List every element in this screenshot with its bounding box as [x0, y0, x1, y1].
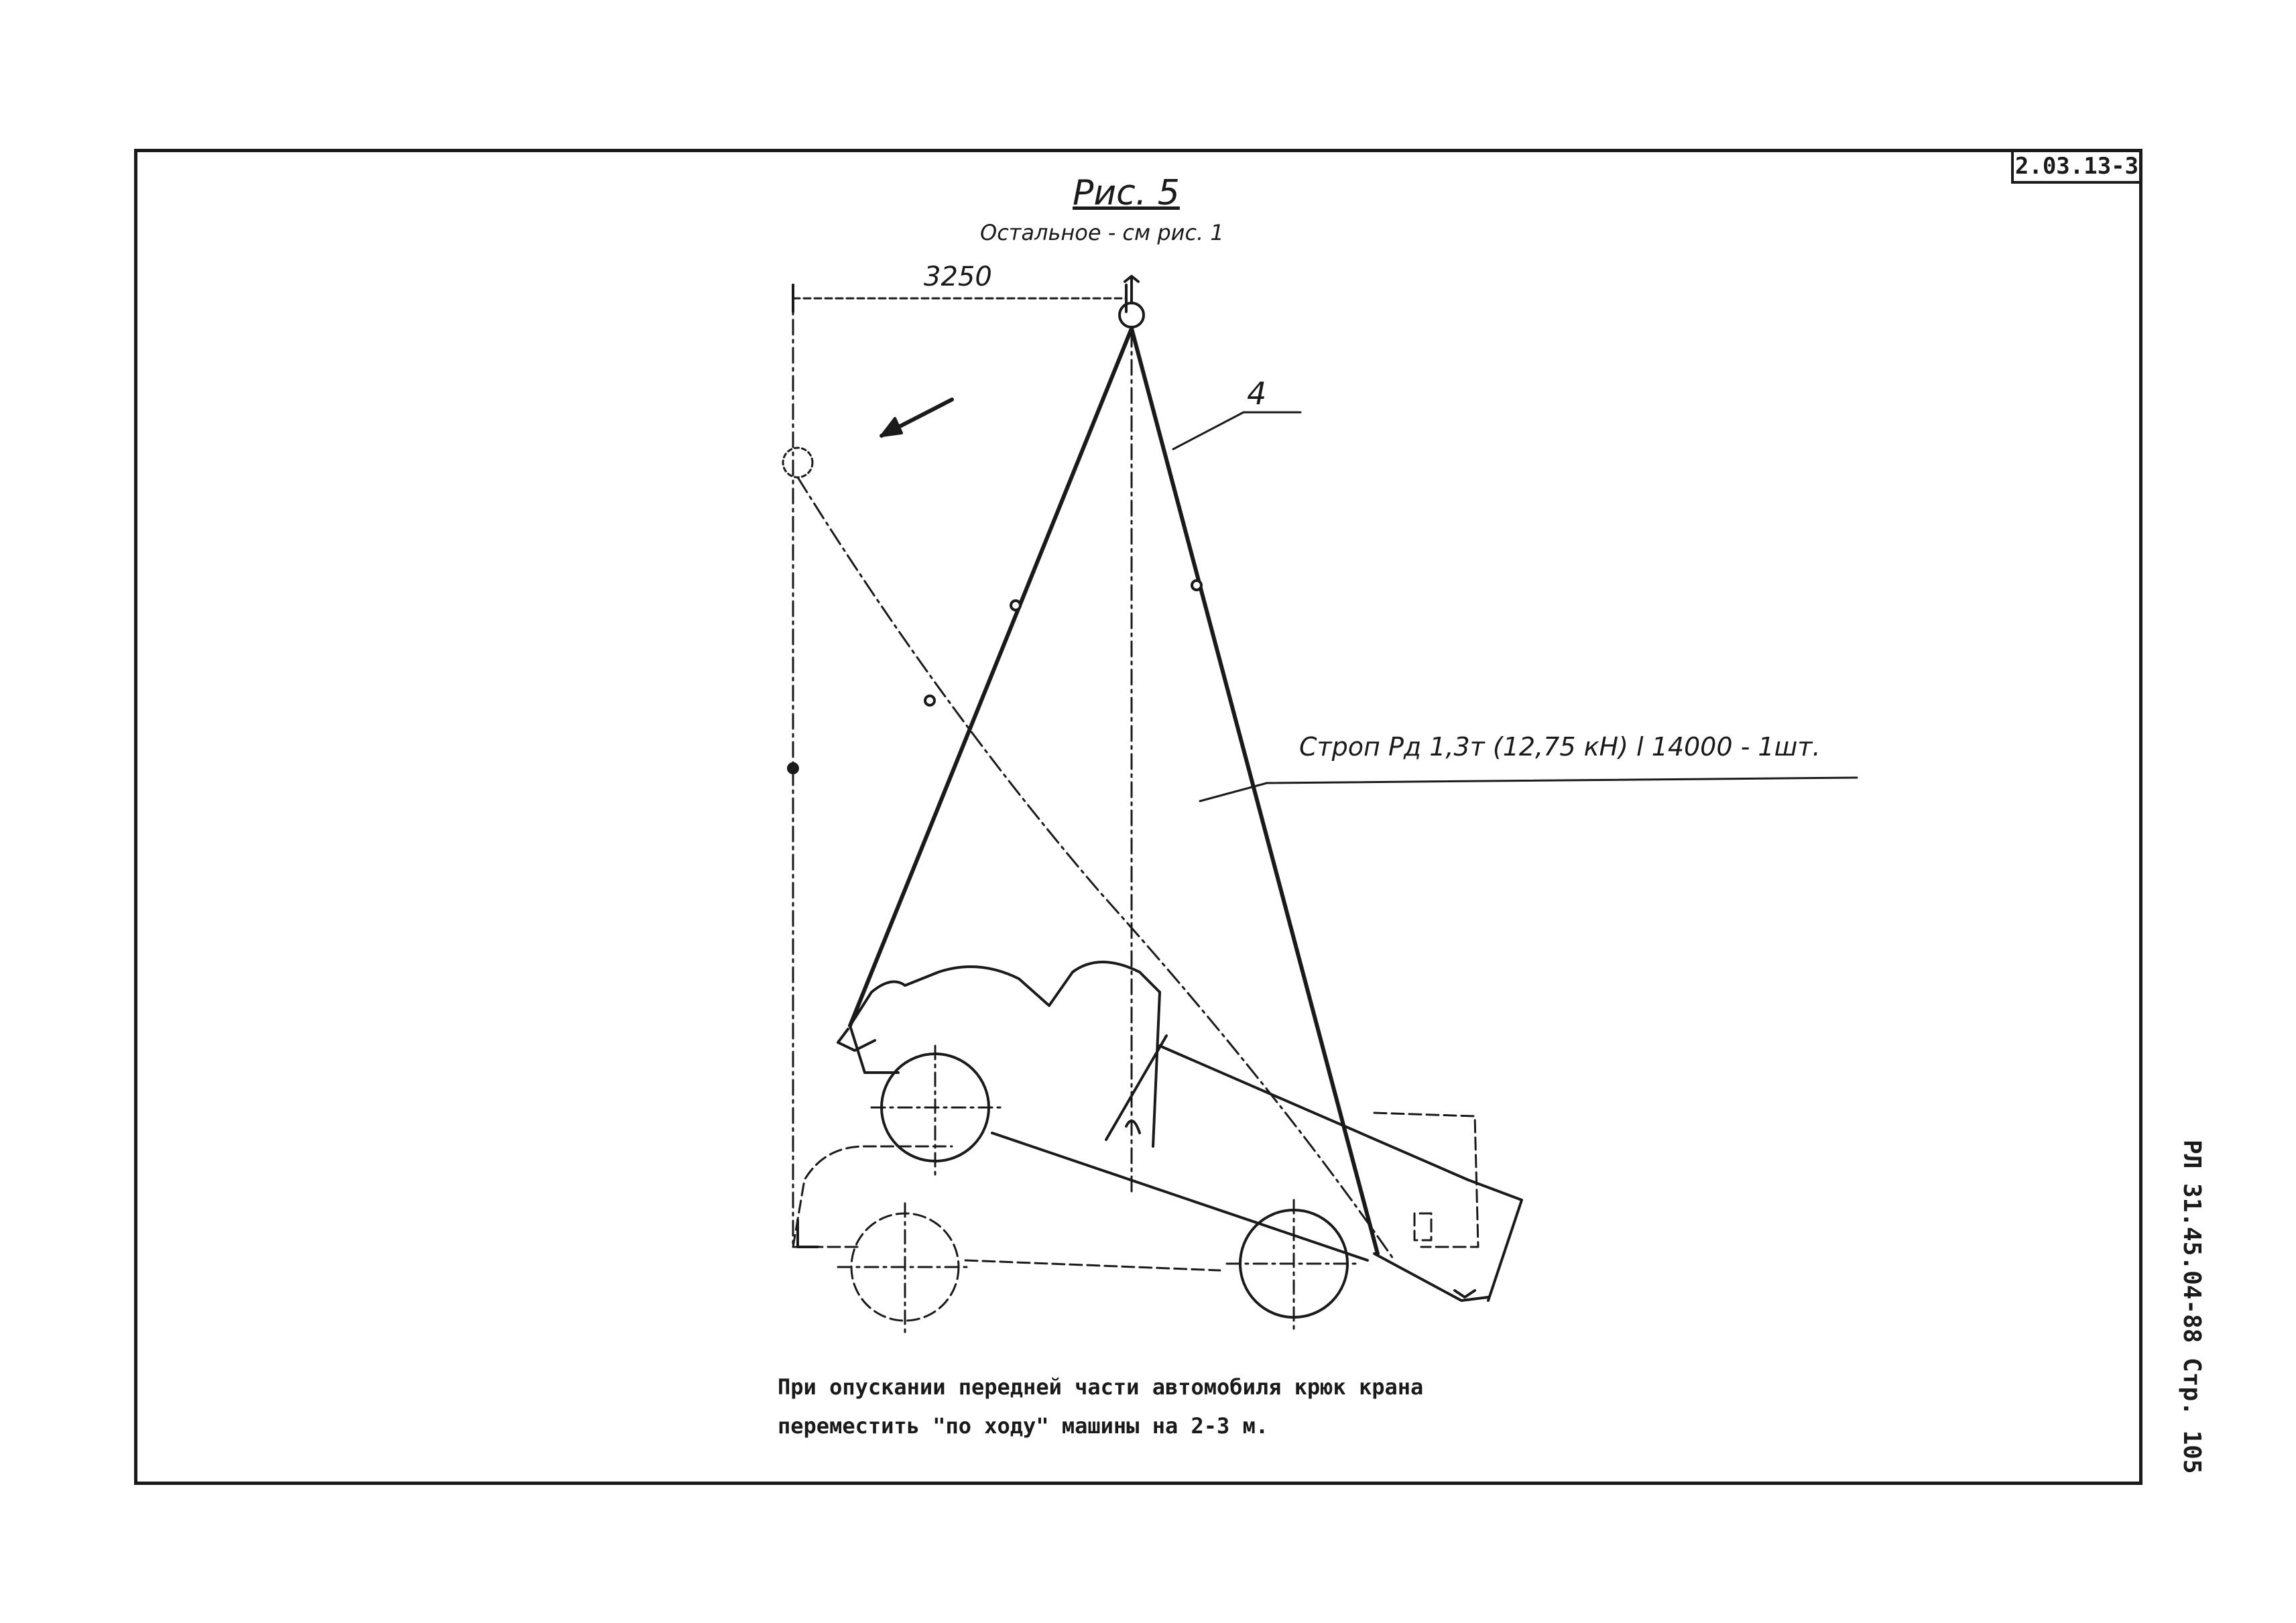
swing-arc — [796, 476, 1396, 1262]
instruction-note: При опускании передней части автомобиля … — [778, 1368, 1423, 1445]
crane-hook-icon — [1118, 275, 1145, 328]
note-line-1: При опускании передней части автомобиля … — [778, 1374, 1424, 1400]
sling-label: Строп Рд 1,3т (12,75 кН) l 14000 - 1шт. — [1299, 732, 1821, 762]
dimension-label: 3250 — [924, 261, 992, 292]
callout-leader — [1172, 411, 1302, 450]
tow-hook-icon — [796, 1028, 876, 1248]
figure-subtitle: Остальное - см рис. 1 — [980, 220, 1224, 245]
callout-number: 4 — [1247, 375, 1267, 412]
wheel-centerline-rear-original — [837, 1202, 973, 1335]
figure-title: Рис. 5 — [1073, 173, 1180, 213]
note-line-2: переместить "по ходу" машины на 2-3 м. — [778, 1413, 1269, 1439]
sling-legs — [848, 326, 1380, 1256]
side-reference: РЛ 31.45.04-88 Стр. 105 — [2178, 1140, 2206, 1474]
wheel-centerlines — [870, 1044, 1362, 1335]
hook-alt-position-icon — [782, 446, 814, 479]
direction-arrow-icon — [880, 398, 954, 438]
dimension-line — [792, 284, 1128, 1248]
vehicle-tilted — [849, 961, 1523, 1319]
sling-label-leader — [1199, 776, 1858, 802]
drawing-frame — [134, 149, 2142, 1485]
sheet-stamp: 2.03.13-3 — [2011, 149, 2142, 184]
